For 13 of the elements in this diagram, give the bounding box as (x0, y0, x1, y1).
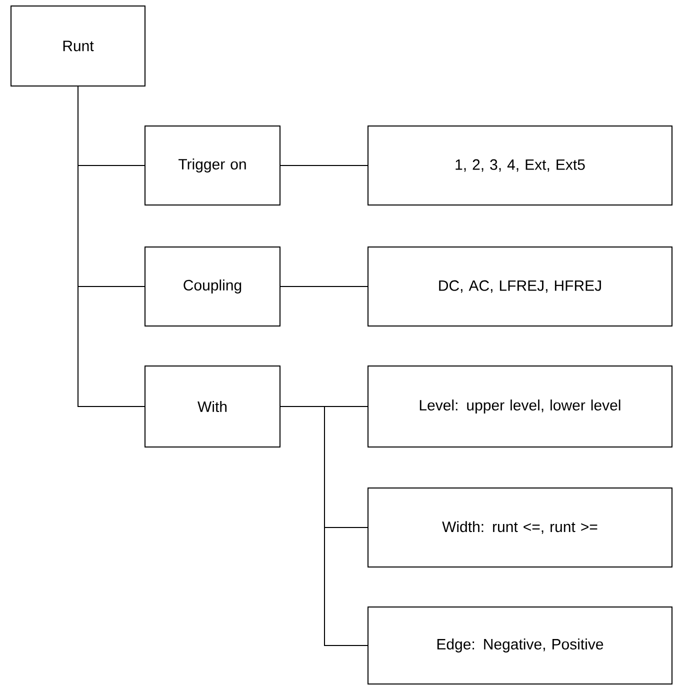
menu-box: DC, AC, LFREJ, HFREJ (368, 246, 672, 326)
menu-box: Edge: Negative, Positive (368, 606, 672, 684)
menu-box: With (144, 366, 280, 448)
connector-line (78, 86, 145, 407)
menu-box: Trigger on (144, 126, 280, 206)
connector-line (280, 165, 368, 166)
connector-line (280, 286, 368, 287)
menu-box: Coupling (144, 246, 280, 326)
menu-box: Runt (10, 6, 146, 86)
menu-box: Level: upper level, lower level (368, 366, 672, 448)
connector-line (280, 406, 368, 646)
menu-box: 1, 2, 3, 4, Ext, Ext5 (368, 126, 672, 206)
menu-box: Width: runt <=, runt >= (368, 488, 672, 568)
